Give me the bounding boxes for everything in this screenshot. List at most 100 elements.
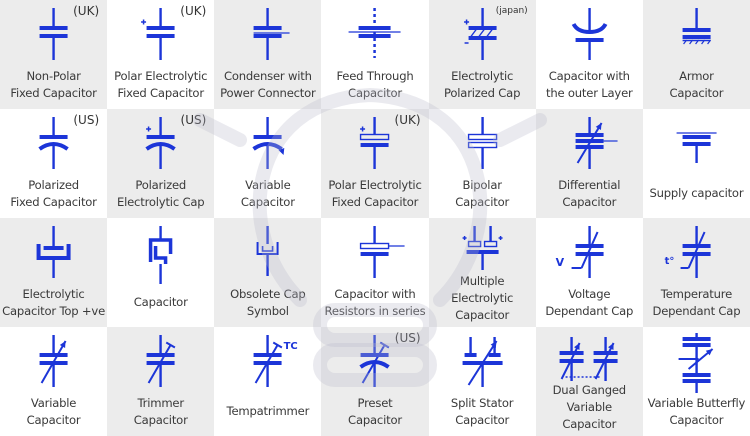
variable-capacitor-us-icon [252,117,285,169]
label-line: Electrolytic [451,68,514,83]
label-line: Fixed Capacitor [117,85,205,100]
label-line: Fixed Capacitor [10,85,97,100]
differential-capacitor-icon [575,117,618,169]
feed-through-capacitor-icon [348,8,401,58]
label-line: Capacitor [669,412,724,427]
preset-capacitor-icon [359,335,391,387]
variable-butterfly-capacitor-icon [678,333,714,393]
symbol-label: Supply capacitor [643,173,750,214]
label-line: Capacitor with [548,68,630,83]
label-line: Supply capacitor [649,186,744,200]
supply-capacitor-icon [676,132,717,163]
label-line: Capacitor [562,417,617,431]
region-badge: (UK) [180,4,207,18]
label-line: Variable [245,177,291,192]
obsolete-cap-symbol-icon [256,226,279,276]
label-line: Capacitor [455,308,510,322]
region-badge: (US) [394,331,421,345]
label-line: Differential [558,177,621,192]
label-line: Symbol [246,303,289,318]
region-badge: (US) [73,113,100,127]
temperature-dependant-cap-icon: t° [664,226,711,278]
label-line: Preset [357,395,393,410]
label-line: Polarized [28,177,79,192]
label-line: Capacitor [348,412,402,427]
tempatrimmer-icon: TC [253,335,298,387]
symbol-cell-supply-capacitor: Supply capacitor [642,109,750,218]
label-line: Variable Butterfly [647,395,746,410]
label-line: Polar Electrolytic [114,68,208,83]
label-line: Split Stator [450,395,514,410]
variable-capacitor-icon [39,335,68,387]
label-line: Capacitor Top +ve [2,303,106,318]
polarized-fixed-capacitor-us-icon [38,117,69,169]
polar-electrolytic-fixed-capacitor-uk-icon [141,8,175,60]
label-line: Non-Polar [26,68,81,83]
armor-capacitor-icon [682,8,711,45]
label-line: Feed Through [336,68,414,83]
multiple-electrolytic-capacitor-icon [462,226,503,270]
label-line: Polar Electrolytic [328,177,422,192]
label-line: Fixed Capacitor [10,194,97,209]
label-line: Multiple [459,274,505,288]
dual-ganged-variable-capacitor-icon [559,337,618,381]
label-line: Capacitor [240,194,295,209]
label-line: Polarized [135,177,187,192]
capacitor-nested-icon [148,226,173,284]
voltage-dependant-cap-icon: V [555,226,604,278]
label-line: Electrolytic Cap [116,194,205,209]
region-badge: (US) [180,113,207,127]
label-line: Resistors in series [324,303,426,318]
label-line: Fixed Capacitor [331,194,419,209]
label-line: Condenser with [223,68,312,83]
label-line: Obsolete Cap [230,286,306,301]
label-line: Capacitor [455,412,510,427]
label-line: Capacitor [26,412,81,427]
non-polar-fixed-capacitor-icon [39,8,68,60]
label-line: Capacitor [562,194,617,209]
symbol-glyph-text: t° [664,256,674,267]
label-line: Variable [30,395,77,410]
label-line: Armor [679,68,714,83]
label-line: Dependant Cap [652,303,741,318]
label-line: Capacitor [133,412,188,427]
label-line: Bipolar [462,177,502,192]
capacitor-resistors-series-icon [360,226,405,278]
bipolar-capacitor-icon [467,117,497,169]
label-line: Electrolytic [451,291,514,305]
